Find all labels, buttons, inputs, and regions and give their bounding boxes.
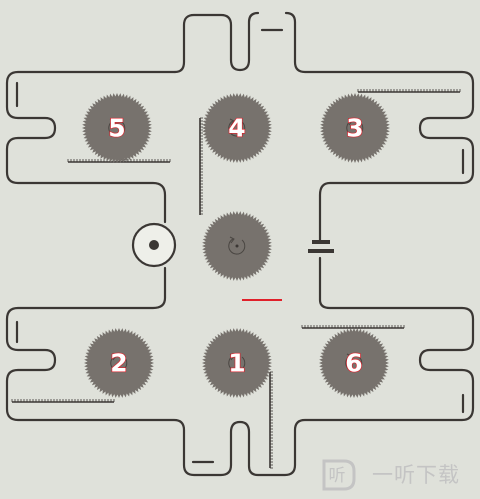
gear-4-label: 4 [228, 114, 245, 143]
rail-top-left [67, 159, 171, 163]
gear-4[interactable]: 4 [202, 93, 272, 163]
right-wing-wire [284, 11, 475, 242]
svg-text:听: 听 [329, 466, 346, 486]
gear-3-label: 3 [346, 114, 363, 143]
rotate-arrow-icon [228, 236, 246, 255]
gear-6-label: 6 [345, 349, 362, 378]
rotate-arrow-icon [345, 353, 363, 372]
top-tab-wire [173, 11, 260, 74]
rail-bottom-right [301, 325, 405, 329]
gear-3[interactable]: 3 [320, 93, 390, 163]
battery-icon [308, 240, 334, 253]
rail-top-right [357, 89, 461, 93]
gear-2-label: 2 [110, 349, 127, 378]
lower-loop-wire [5, 256, 475, 477]
axle [235, 244, 239, 248]
rail-vertical-lower [269, 371, 273, 469]
rail-vertical-upper [199, 117, 203, 215]
rotate-arrow-icon [108, 118, 126, 137]
rotate-arrow-icon [110, 353, 128, 372]
gear-5[interactable]: 5 [82, 93, 152, 163]
rails [11, 89, 461, 469]
rotate-arrow-icon [228, 118, 246, 137]
watermark-text: 一听下载 [372, 463, 460, 487]
watermark-logo-icon: 听 [318, 455, 360, 499]
left-wing-wire [5, 70, 177, 224]
gear-center[interactable] [202, 211, 272, 281]
gear-1[interactable]: 1 [202, 328, 272, 398]
gear-1-label: 1 [228, 349, 245, 378]
circuit-wires [5, 11, 475, 477]
lamp-icon[interactable] [131, 222, 177, 268]
gear-5-label: 5 [108, 114, 125, 143]
rotate-arrow-icon [228, 353, 246, 372]
gears: 5 4 3 2 1 6 [82, 93, 390, 398]
rotate-arrow-icon [346, 118, 364, 137]
gear-2[interactable]: 2 [84, 328, 154, 398]
gear-6[interactable]: 6 [319, 328, 389, 398]
rail-bottom-left [11, 399, 115, 403]
